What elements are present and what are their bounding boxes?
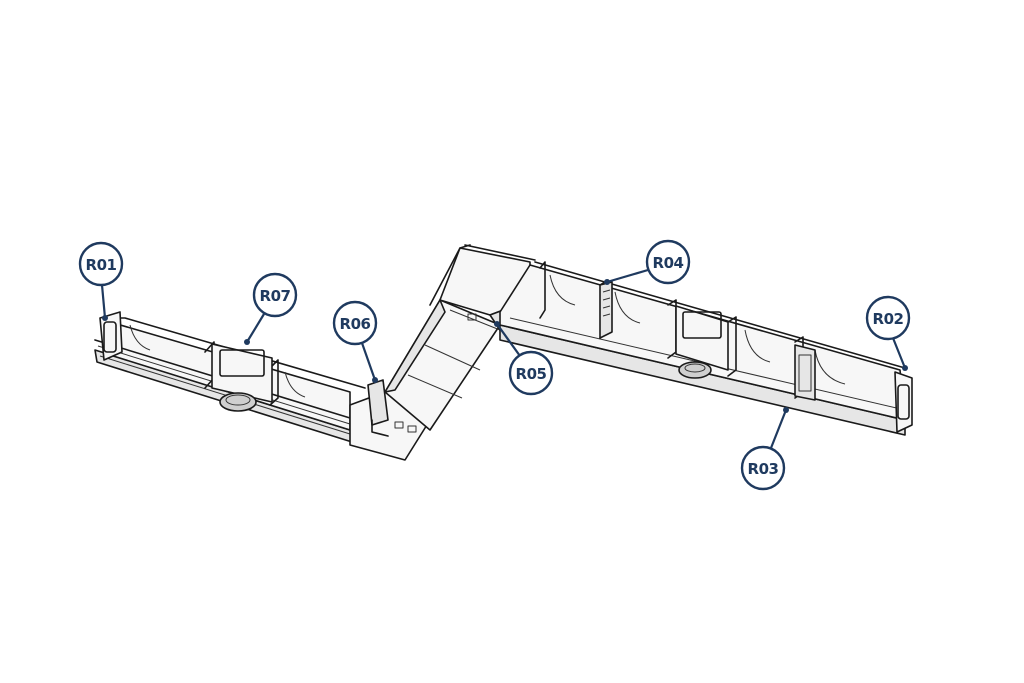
callout-r01-label: R01 [86, 256, 117, 274]
callout-r02: R02 [865, 295, 911, 371]
callout-r02-anchor [902, 365, 908, 371]
callout-r04-circle [645, 239, 691, 285]
callout-r04-leader [606, 268, 649, 284]
callout-r01: R01 [78, 241, 124, 321]
callout-r04-label: R04 [653, 254, 684, 272]
callout-r02-circle [865, 295, 911, 341]
callout-r06-leader [360, 342, 377, 381]
callout-r01-leader [100, 284, 107, 319]
callout-r07: R07 [244, 272, 298, 345]
outlet-piece-left [211, 343, 273, 412]
callout-r07-anchor [244, 339, 250, 345]
joint-piece-r03 [794, 344, 816, 401]
callout-r07-circle [252, 272, 298, 318]
callout-r01-anchor [102, 315, 108, 321]
callout-r03-circle [740, 445, 786, 491]
callout-r03: R03 [740, 407, 789, 491]
callout-r05-label: R05 [516, 365, 547, 383]
callout-r06-label: R06 [340, 315, 371, 333]
callout-r06-anchor [372, 377, 378, 383]
callout-r05-anchor [494, 321, 500, 327]
callout-r03-leader [769, 409, 788, 449]
end-cap-left [99, 311, 123, 361]
callout-r02-label: R02 [873, 310, 904, 328]
callout-r05-circle [508, 350, 554, 396]
callout-r03-label: R03 [748, 460, 779, 478]
callout-r01-circle [78, 241, 124, 287]
callout-r07-leader [246, 313, 265, 343]
callout-r03-anchor [783, 407, 789, 413]
callout-r02-leader [891, 337, 907, 369]
callout-r05-leader [496, 323, 521, 357]
callout-r04: R04 [604, 239, 691, 285]
callout-r06-circle [332, 300, 378, 346]
grate-piece-r04 [599, 281, 613, 339]
callout-r04-anchor [604, 279, 610, 285]
callout-r06: R06 [332, 300, 378, 383]
callout-r05: R05 [494, 321, 554, 396]
outlet-piece-right [675, 305, 729, 379]
drain-channel-drawing [94, 244, 913, 461]
callout-r07-label: R07 [260, 287, 291, 305]
end-cap-right [894, 371, 913, 433]
